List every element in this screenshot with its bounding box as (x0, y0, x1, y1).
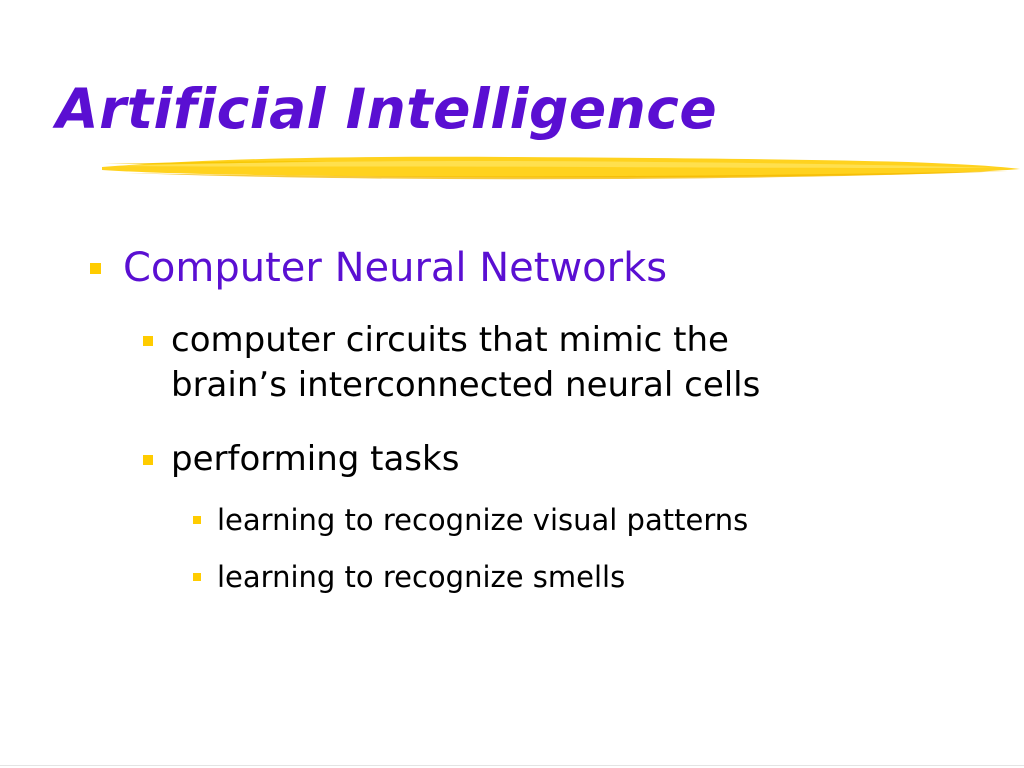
square-bullet-icon (193, 573, 201, 581)
bullet-text-line-1: computer circuits that mimic the (171, 320, 729, 360)
bullet-text: performing tasks (171, 439, 460, 479)
title-underline-brush-stroke (102, 156, 1020, 180)
bullet-level-3: learning to recognize smells (193, 557, 625, 597)
slide-title: Artificial Intelligence (56, 77, 718, 141)
bullet-text-multiline: computer circuits that mimic the brain’s… (171, 318, 760, 408)
square-bullet-icon (143, 336, 153, 346)
bullet-level-3: learning to recognize visual patterns (193, 500, 748, 540)
underline-stroke-shadow (126, 171, 1008, 180)
bullet-text-line-2: brain’s interconnected neural cells (171, 365, 761, 405)
square-bullet-icon (143, 455, 153, 465)
underline-stroke-highlight (116, 161, 996, 168)
bullet-text: learning to recognize smells (217, 560, 626, 594)
square-bullet-icon (193, 516, 201, 524)
square-bullet-icon (90, 263, 101, 274)
bottom-border-line (0, 765, 1024, 766)
bullet-level-2: computer circuits that mimic the brain’s… (143, 318, 760, 408)
underline-thin-streak (104, 161, 326, 164)
bullet-level-1: Computer Neural Networks (90, 242, 667, 294)
bullet-level-2: performing tasks (143, 437, 459, 482)
bullet-text: learning to recognize visual patterns (217, 503, 749, 537)
bullet-text: Computer Neural Networks (123, 245, 668, 291)
